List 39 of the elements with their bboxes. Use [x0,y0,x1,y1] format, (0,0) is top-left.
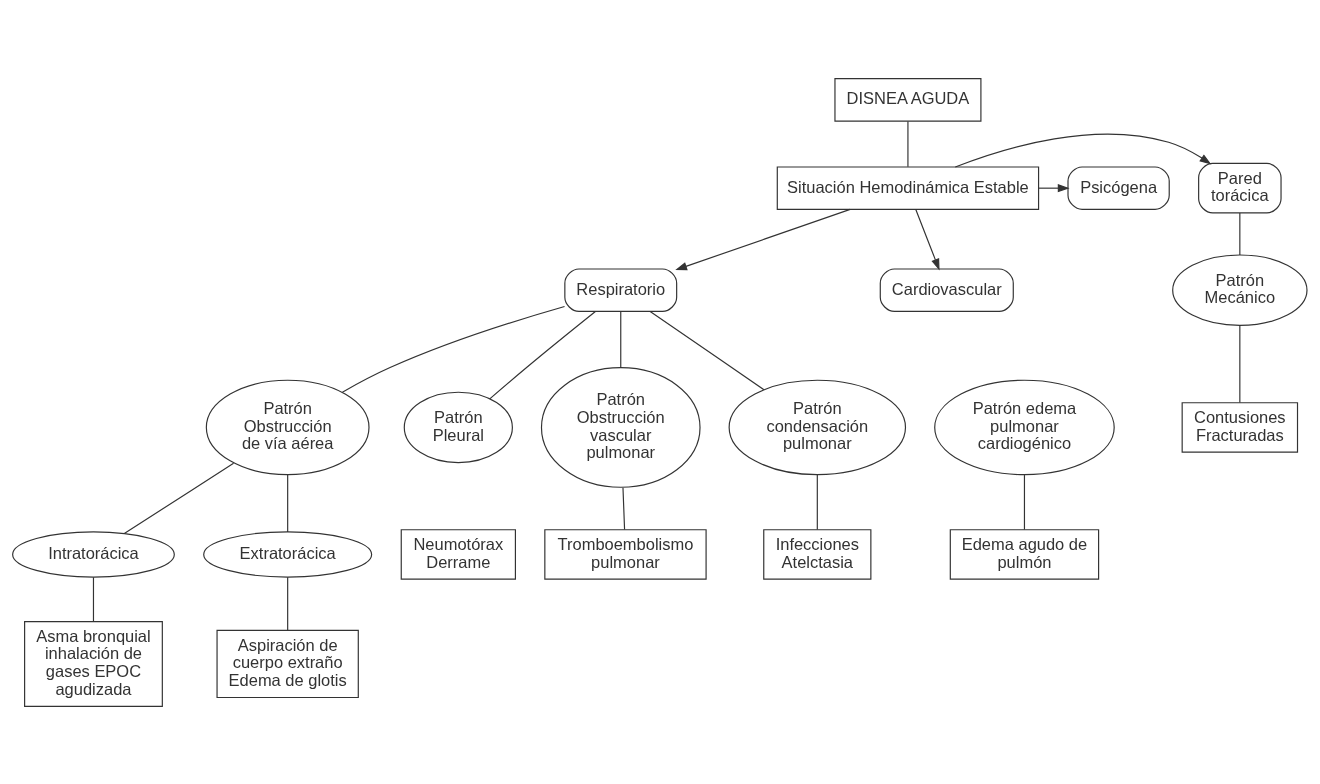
node-box: Asma bronquial inhalación de gases EPOC agudizada [24,620,163,707]
arrow [675,208,851,270]
node-ellipse: Patrón Pleural [403,391,513,463]
node-box: Cardiovascular [879,267,1014,312]
arrow [954,133,1212,168]
node-ellipse: Patrón edema pulmonar cardiogénico [934,379,1115,475]
node-ellipse: Extratorácica [203,530,373,578]
connector [816,473,818,530]
connector [620,310,622,368]
connector [907,120,909,167]
node-ellipse: Patrón Obstrucción de vía aérea [205,379,370,475]
connector [123,462,235,534]
connector [92,576,95,622]
connector [287,473,289,532]
connector [622,486,626,530]
node-ellipse: Patrón Mecánico [1172,253,1308,326]
connector [1239,211,1241,256]
node-ellipse: Patrón Obstrucción vascular pulmonar [540,366,701,488]
node-box: Aspiración de cuerpo extraño Edema de glotis [216,629,359,698]
node-box: Situación Hemodinámica Estable [776,165,1040,210]
connector [287,576,289,631]
node-box: Respiratorio [564,267,678,312]
node-box: Edema agudo de pulmón [949,528,1100,580]
node-box: Pared torácica [1198,162,1282,213]
node-box: Infecciones Atelctasia [763,528,872,580]
node-box: Tromboembolismo pulmonar [544,528,707,580]
connector [1239,324,1241,403]
node-box: DISNEA AGUDA [834,77,982,122]
connector [341,305,566,393]
node-ellipse: Patrón condensación pulmonar [728,379,907,475]
node-box: Contusiones Fracturadas [1181,401,1299,453]
connector [489,310,596,399]
connector [1023,473,1026,530]
node-box: Neumotórax Derrame [400,528,516,580]
connector [649,310,765,390]
arrow [915,208,940,271]
arrow [1038,183,1070,192]
node-box: Psicógena [1067,165,1170,210]
node-ellipse: Intratorácica [12,530,175,578]
